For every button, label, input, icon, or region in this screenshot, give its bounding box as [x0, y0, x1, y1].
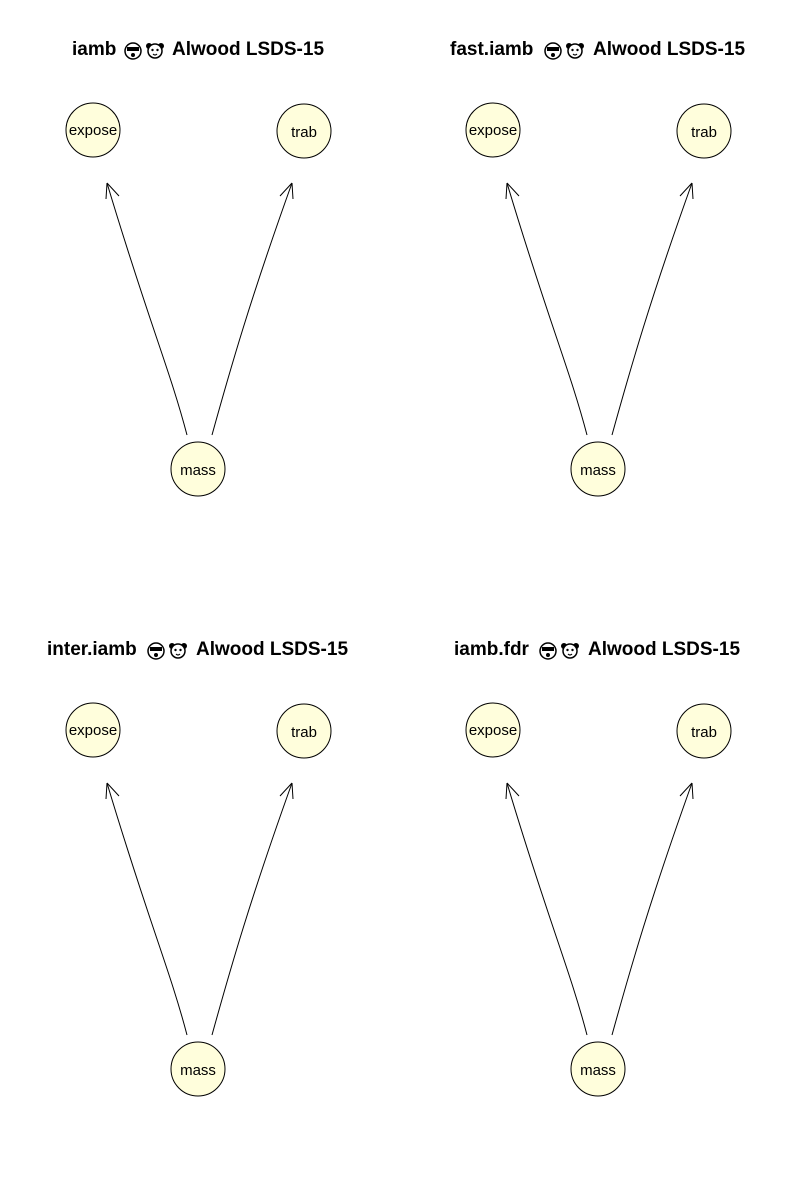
bear-face-icon [146, 43, 164, 59]
arrowhead-expose [505, 182, 520, 200]
node-mass: mass [570, 1041, 626, 1097]
node-trab: trab [676, 703, 732, 759]
edge-mass-trab [611, 782, 693, 1036]
node-expose: expose [65, 702, 121, 758]
edge-mass-trab [211, 782, 293, 1036]
node-expose: expose [65, 102, 121, 158]
edge-mass-trab [611, 182, 693, 436]
arrowhead-trab [279, 782, 294, 800]
diagram-panel-inter-iamb: inter.iamb Alwood LSDS-15 expose [0, 600, 400, 1200]
title-suffix: Alwood LSDS-15 [593, 39, 745, 60]
arrowhead-trab [679, 782, 694, 800]
diagram-panel-fast-iamb: fast.iamb Alwood LSDS-15 expose [400, 0, 800, 600]
network-graph: iamb.fdr Alwood LSDS-15 expose [454, 639, 740, 1097]
edge-mass-expose [106, 182, 188, 436]
edge-mass-trab [211, 182, 293, 436]
edge-mass-expose [106, 782, 188, 1036]
network-graph: fast.iamb Alwood LSDS-15 expose [450, 39, 745, 497]
face-icon [147, 642, 165, 660]
panel-title: inter.iamb Alwood LSDS-15 [47, 639, 348, 660]
node-trab: trab [276, 103, 332, 159]
panel-title: fast.iamb Alwood LSDS-15 [450, 39, 745, 60]
node-mass: mass [170, 441, 226, 497]
title-algorithm: iamb [72, 39, 116, 60]
node-expose: expose [465, 102, 521, 158]
node-label-trab: trab [291, 124, 317, 141]
diagram-panel-iamb: iamb Alwood LSDS-15 expose [0, 0, 400, 600]
face-icon [124, 42, 142, 60]
node-expose: expose [465, 702, 521, 758]
title-suffix: Alwood LSDS-15 [196, 639, 348, 660]
node-label-trab: trab [691, 724, 717, 741]
bear-face-icon [566, 43, 584, 59]
diagram-panel-iamb-fdr: iamb.fdr Alwood LSDS-15 expose [400, 600, 800, 1200]
title-suffix: Alwood LSDS-15 [172, 39, 324, 60]
arrowhead-trab [279, 182, 294, 200]
node-label-mass: mass [580, 462, 616, 479]
node-mass: mass [570, 441, 626, 497]
panel-title: iamb Alwood LSDS-15 [72, 39, 324, 60]
title-algorithm: inter.iamb [47, 639, 137, 660]
node-label-mass: mass [580, 1062, 616, 1079]
edge-mass-expose [506, 182, 588, 436]
arrowhead-expose [105, 782, 120, 800]
node-label-expose: expose [469, 122, 517, 139]
node-trab: trab [276, 703, 332, 759]
arrowhead-expose [105, 182, 120, 200]
arrowhead-trab [679, 182, 694, 200]
arrowhead-expose [505, 782, 520, 800]
bear-face-icon [561, 643, 579, 659]
node-label-expose: expose [69, 122, 117, 139]
network-graph: iamb Alwood LSDS-15 expose [65, 39, 332, 497]
node-mass: mass [170, 1041, 226, 1097]
node-label-trab: trab [291, 724, 317, 741]
node-label-mass: mass [180, 1062, 216, 1079]
title-suffix: Alwood LSDS-15 [588, 639, 740, 660]
title-algorithm: fast.iamb [450, 39, 533, 60]
node-label-expose: expose [469, 722, 517, 739]
edge-mass-expose [506, 782, 588, 1036]
face-icon [544, 42, 562, 60]
node-label-trab: trab [691, 124, 717, 141]
panel-title: iamb.fdr Alwood LSDS-15 [454, 639, 740, 660]
face-icon [539, 642, 557, 660]
title-algorithm: iamb.fdr [454, 639, 530, 660]
bear-face-icon [169, 643, 187, 659]
node-trab: trab [676, 103, 732, 159]
network-graph: inter.iamb Alwood LSDS-15 expose [47, 639, 348, 1097]
node-label-expose: expose [69, 722, 117, 739]
node-label-mass: mass [180, 462, 216, 479]
